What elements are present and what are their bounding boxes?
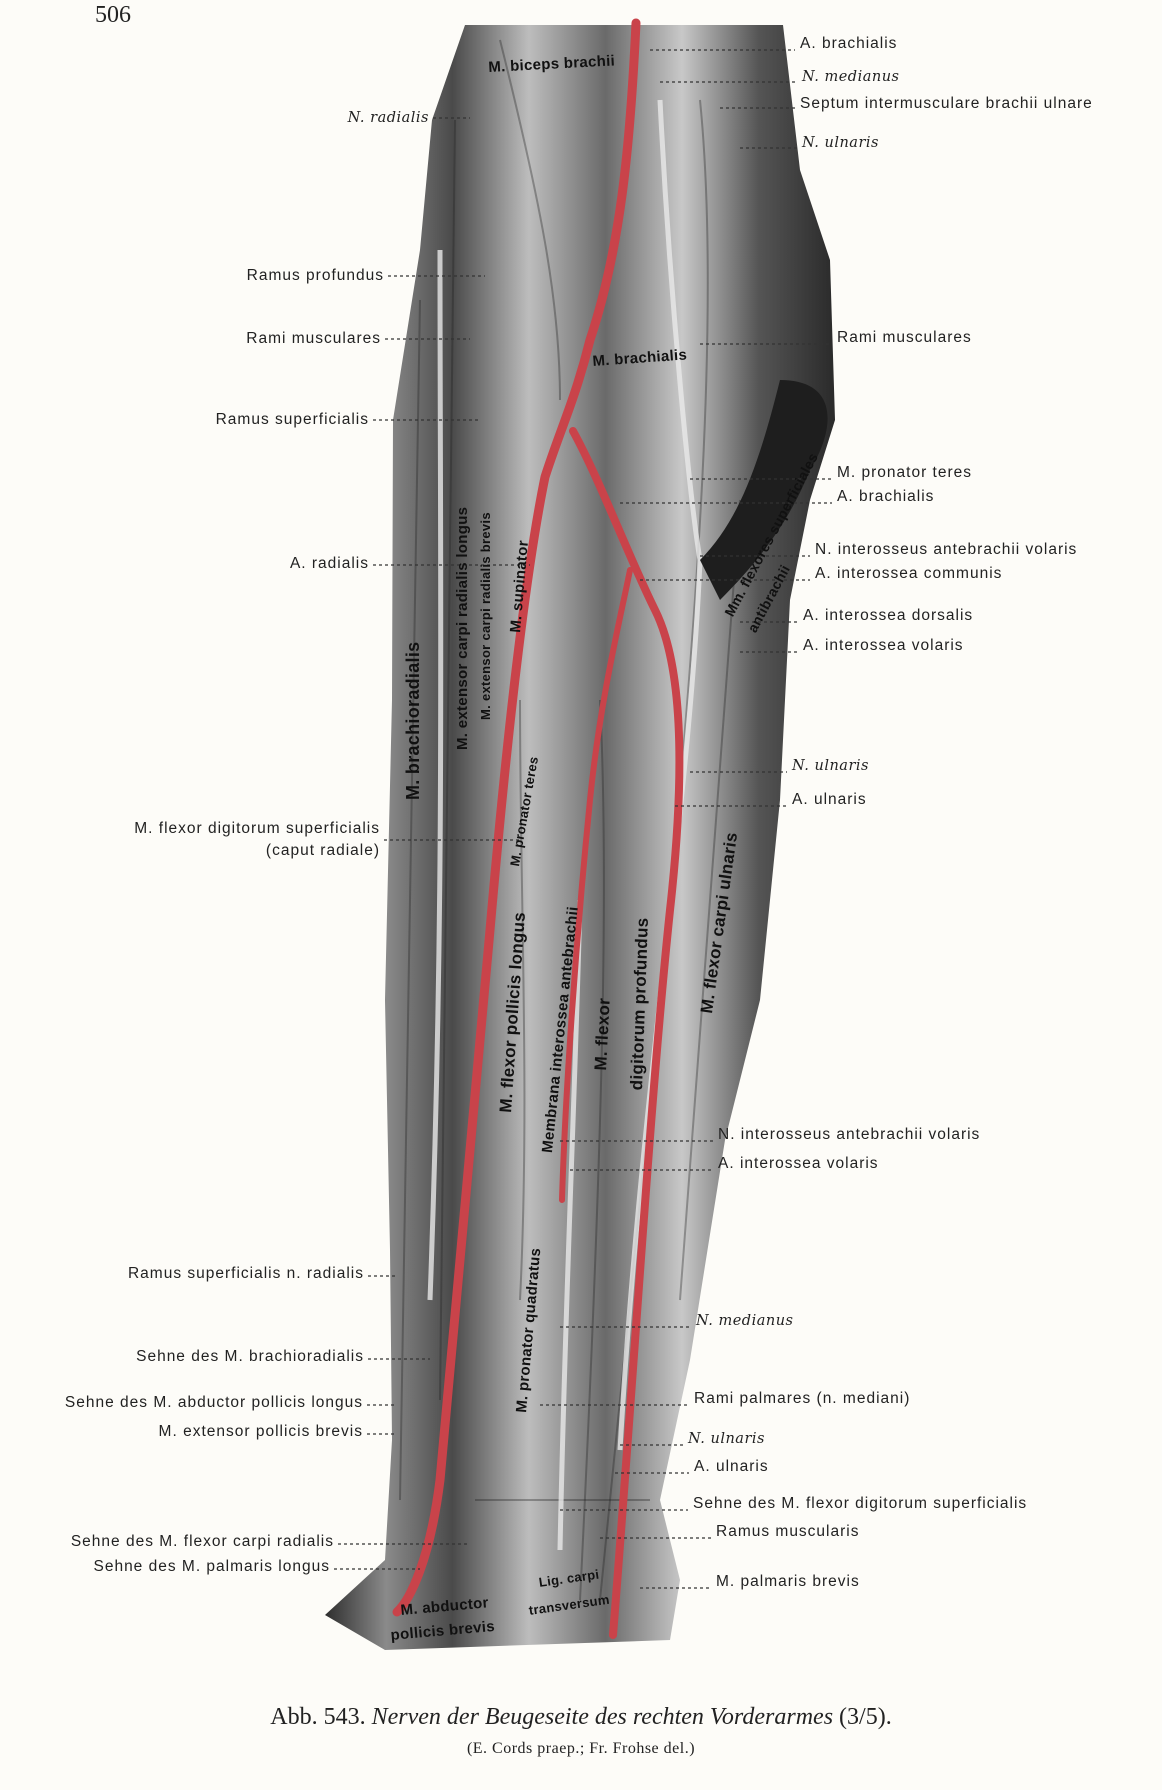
a-ulnaris	[569, 427, 684, 1639]
label-sehne-palmaris-longus: Sehne des M. palmaris longus	[93, 1558, 330, 1575]
label-a-ulnaris: A. ulnaris	[792, 791, 867, 808]
label-sehne-flexor-digitorum-superficialis: Sehne des M. flexor digitorum superficia…	[693, 1495, 1028, 1512]
label-ramus-superficialis: Ramus superficialis	[215, 411, 369, 428]
leader-lines	[334, 49, 832, 1589]
label-a-interossea-dorsalis: A. interossea dorsalis	[803, 607, 974, 624]
label-a-ulnaris-2: A. ulnaris	[694, 1458, 769, 1475]
label-rami-palmares: Rami palmares (n. mediani)	[694, 1390, 911, 1407]
label-sehne-flexor-carpi-radialis: Sehne des M. flexor carpi radialis	[70, 1533, 334, 1550]
label-ramus-muscularis: Ramus muscularis	[716, 1523, 860, 1540]
label-rami-musculares-right: Rami musculares	[837, 329, 972, 346]
muscle-flexor-digitorum-profundus-1: M. flexor	[591, 997, 614, 1071]
label-n-ulnaris: N. ulnaris	[802, 135, 879, 151]
label-a-interossea-communis: A. interossea communis	[815, 565, 1003, 582]
muscle-brachioradialis: M. brachioradialis	[403, 641, 423, 800]
a-brachialis-radialis	[392, 18, 641, 1617]
figure-caption: Abb. 543. Nerven der Beugeseite des rech…	[0, 1704, 1162, 1731]
label-a-interossea-volaris-2: A. interossea volaris	[718, 1155, 879, 1172]
figure-scale: (3/5).	[839, 1704, 892, 1730]
label-a-brachialis-2: A. brachialis	[837, 488, 935, 505]
label-m-extensor-pollicis-brevis: M. extensor pollicis brevis	[158, 1423, 363, 1440]
label-m-palmaris-brevis: M. palmaris brevis	[716, 1573, 860, 1590]
label-n-medianus: N. medianus	[802, 69, 900, 85]
label-n-medianus-2: N. medianus	[696, 1313, 794, 1329]
arm-silhouette	[325, 25, 835, 1650]
a-interossea	[559, 567, 633, 1203]
figure-title: Nerven der Beugeseite des rechten Vorder…	[371, 1704, 834, 1730]
muscle-extensor-carpi-radialis-longus: M. extensor carpi radialis longus	[454, 506, 471, 750]
label-ramus-superficialis-n-radialis: Ramus superficialis n. radialis	[127, 1265, 364, 1282]
label-a-interossea-volaris: A. interossea volaris	[803, 637, 964, 654]
label-n-interosseus-volaris: N. interosseus antebrachii volaris	[815, 541, 1078, 558]
dark-bulge-flexor-origin	[700, 380, 828, 600]
label-m-pronator-teres: M. pronator teres	[837, 464, 973, 481]
label-n-ulnaris-3: N. ulnaris	[688, 1431, 765, 1447]
page-number: 506	[95, 2, 131, 28]
label-n-interosseus-volaris-2: N. interosseus antebrachii volaris	[718, 1126, 981, 1143]
label-septum-intermusculare: Septum intermusculare brachii ulnare	[800, 95, 1093, 112]
figure-number: Abb. 543.	[270, 1704, 366, 1730]
label-n-ulnaris-2: N. ulnaris	[792, 758, 869, 774]
label-a-brachialis: A. brachialis	[800, 35, 898, 52]
label-sehne-abductor-pollicis-longus: Sehne des M. abductor pollicis longus	[64, 1394, 363, 1411]
muscle-extensor-carpi-radialis-brevis: M. extensor carpi radialis brevis	[478, 512, 493, 720]
arteries	[392, 18, 684, 1639]
forearm-illustration	[325, 18, 835, 1650]
label-ramus-profundus: Ramus profundus	[246, 267, 384, 284]
figure-credits: (E. Cords praep.; Fr. Frohse del.)	[466, 1740, 696, 1757]
label-m-flexor-digitorum-superficialis: M. flexor digitorum superficialis	[134, 820, 380, 837]
label-rami-musculares-left: Rami musculares	[246, 330, 381, 347]
label-n-radialis: N. radialis	[347, 110, 429, 126]
label-a-radialis: A. radialis	[289, 555, 369, 572]
label-sehne-brachioradialis: Sehne des M. brachioradialis	[136, 1348, 364, 1365]
label-caput-radiale: (caput radiale)	[265, 842, 380, 859]
